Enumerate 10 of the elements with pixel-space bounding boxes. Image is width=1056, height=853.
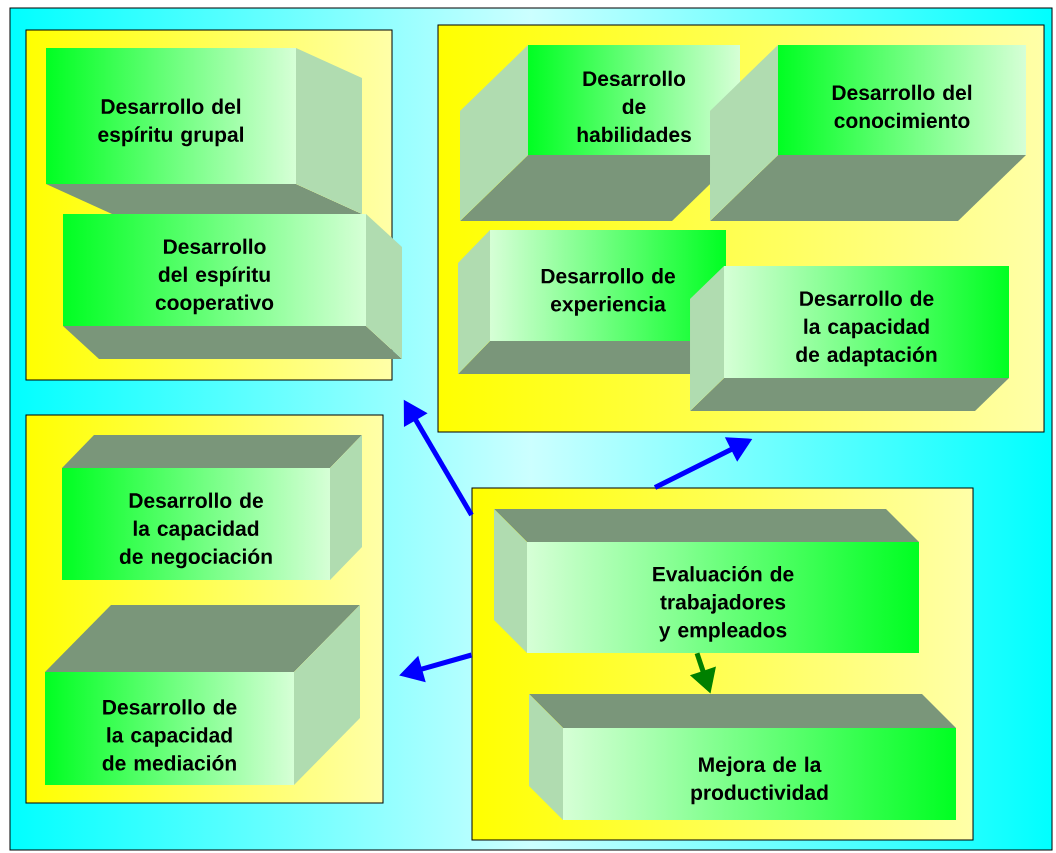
block-3d: Evaluación de trabajadores y empleados — [494, 509, 919, 653]
block-3d: Desarrollo de la capacidad de adaptación — [690, 266, 1009, 411]
block-3d: Desarrollo del espíritu grupal — [46, 48, 362, 214]
block-3d: Desarrollo de experiencia — [458, 230, 726, 374]
block-3d: Desarrollo de la capacidad de mediación — [45, 605, 360, 785]
block-3d: Mejora de la productividad — [529, 694, 956, 820]
block-3d: Desarrollo del conocimiento — [710, 45, 1026, 221]
block-3d: Desarrollo del espíritu cooperativo — [63, 214, 402, 359]
block-3d: Desarrollo de habilidades — [460, 45, 740, 221]
block-3d: Desarrollo de la capacidad de negociación — [62, 435, 362, 580]
